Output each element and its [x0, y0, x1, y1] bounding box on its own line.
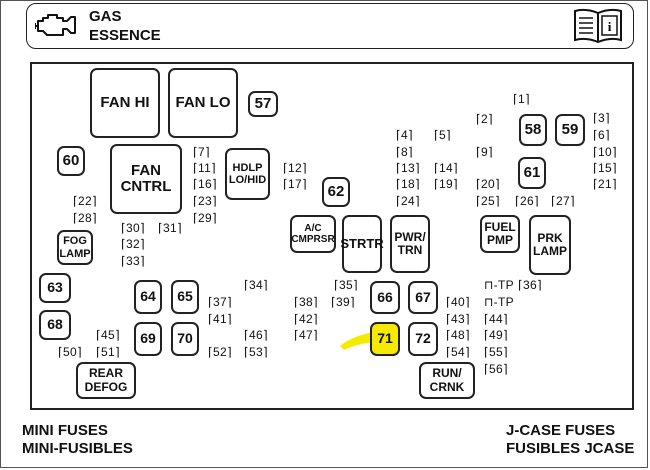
fuse-2: ⌈2⌉	[476, 112, 493, 126]
fuse-46: ⌈46⌉	[244, 328, 268, 342]
fuse-5: ⌈5⌉	[434, 128, 451, 142]
relay-61: 61	[518, 157, 546, 189]
fuse-8: ⌈8⌉	[396, 145, 413, 159]
fuse-54: ⌈54⌉	[446, 345, 470, 359]
relay-fan-hi: FAN HI	[90, 68, 160, 138]
relay-70: 70	[171, 322, 199, 356]
fuse-4: ⌈4⌉	[396, 128, 413, 142]
fuse-1: ⌈1⌉	[513, 92, 530, 106]
relay-68: 68	[39, 310, 71, 340]
fuse-25: ⌈25⌉	[476, 194, 500, 208]
fuse-9: ⌈9⌉	[476, 145, 493, 159]
fuse-48: ⌈48⌉	[446, 328, 470, 342]
fuse-tp-1: ⊓-TP	[484, 278, 514, 292]
jcase-fuses-label: J-CASE FUSES	[506, 422, 616, 439]
fuse-34: ⌈34⌉	[244, 278, 268, 292]
fuse-32: ⌈32⌉	[121, 237, 145, 251]
mini-fusibles-label: MINI-FUSIBLES	[22, 440, 133, 457]
fuse-35: ⌈35⌉	[334, 278, 358, 292]
fuse-33: ⌈33⌉	[121, 254, 145, 268]
relay-65: 65	[171, 280, 199, 314]
fuse-24: ⌈24⌉	[396, 194, 420, 208]
fuse-15: ⌈15⌉	[593, 161, 617, 175]
fuse-31: ⌈31⌉	[158, 221, 182, 235]
fuse-20: ⌈20⌉	[476, 177, 500, 191]
fuse-12: ⌈12⌉	[283, 161, 307, 175]
highlight-marker	[340, 332, 374, 350]
relay-59: 59	[555, 114, 585, 146]
fuse-50: ⌈50⌉	[58, 345, 82, 359]
fuse-6: ⌈6⌉	[593, 128, 610, 142]
relay-60: 60	[57, 146, 85, 176]
fuse-49: ⌈49⌉	[484, 328, 508, 342]
relay-72: 72	[408, 322, 438, 356]
fuse-53: ⌈53⌉	[244, 345, 268, 359]
fuse-41: ⌈41⌉	[208, 312, 232, 326]
header-title: GAS	[89, 8, 122, 25]
fuse-16: ⌈16⌉	[193, 177, 217, 191]
jcase-fusibles-label: FUSIBLES JCASE	[506, 440, 635, 457]
fuse-39: ⌈39⌉	[331, 295, 355, 309]
relay-strtr: STRTR	[340, 215, 384, 273]
fuse-11: ⌈11⌉	[193, 161, 217, 175]
fuse-37: ⌈37⌉	[208, 295, 232, 309]
fuse-3: ⌈3⌉	[593, 111, 610, 125]
fuse-30: ⌈30⌉	[121, 221, 145, 235]
fuse-28: ⌈28⌉	[73, 211, 97, 225]
fuse-panel-outline	[30, 62, 634, 410]
fuse-26: ⌈26⌉	[515, 194, 539, 208]
fuse-56: ⌈56⌉	[484, 362, 508, 376]
fuse-17: ⌈17⌉	[283, 177, 307, 191]
relay-57: 57	[248, 91, 278, 117]
fuse-27: ⌈27⌉	[551, 194, 575, 208]
fuse-19: ⌈19⌉	[434, 177, 458, 191]
fuse-7: ⌈7⌉	[193, 145, 210, 159]
relay-67: 67	[408, 281, 438, 314]
relay-69: 69	[134, 322, 162, 356]
fuse-45: ⌈45⌉	[96, 328, 120, 342]
fuse-22: ⌈22⌉	[73, 194, 97, 208]
fuse-18: ⌈18⌉	[396, 177, 420, 191]
mini-fuses-label: MINI FUSES	[22, 422, 108, 439]
relay-fan-lo: FAN LO	[168, 68, 238, 138]
relay-pwr-trn: PWR/TRN	[390, 215, 430, 273]
relay-62: 62	[322, 177, 350, 207]
relay-71-highlighted: 71	[370, 322, 400, 356]
fuse-43: ⌈43⌉	[446, 312, 470, 326]
fuse-tp-2: ⊓-TP	[484, 295, 514, 309]
fuse-29: ⌈29⌉	[193, 211, 217, 225]
fuse-47: ⌈47⌉	[294, 328, 318, 342]
fuse-52: ⌈52⌉	[208, 345, 232, 359]
svg-text:i: i	[608, 19, 612, 34]
owner-manual-icon: i	[574, 8, 622, 44]
fuse-40: ⌈40⌉	[446, 295, 470, 309]
fuse-13: ⌈13⌉	[396, 161, 420, 175]
header-box	[26, 3, 634, 49]
fuse-42: ⌈42⌉	[294, 312, 318, 326]
relay-run-crnk: RUN/CRNK	[419, 362, 475, 399]
fuse-23: ⌈23⌉	[193, 194, 217, 208]
fuse-51: ⌈51⌉	[96, 345, 120, 359]
relay-66: 66	[370, 281, 400, 314]
relay-64: 64	[134, 280, 162, 314]
engine-icon	[35, 14, 76, 36]
fuse-55: ⌈55⌉	[484, 345, 508, 359]
fuse-10: ⌈10⌉	[593, 145, 617, 159]
relay-58: 58	[519, 114, 547, 146]
header-subtitle: ESSENCE	[89, 27, 161, 44]
fuse-44: ⌈44⌉	[484, 312, 508, 326]
fuse-36: ⌈36⌉	[518, 278, 542, 292]
relay-63: 63	[39, 273, 71, 303]
fuse-21: ⌈21⌉	[593, 177, 617, 191]
fuse-14: ⌈14⌉	[434, 161, 458, 175]
fuse-38: ⌈38⌉	[294, 295, 318, 309]
